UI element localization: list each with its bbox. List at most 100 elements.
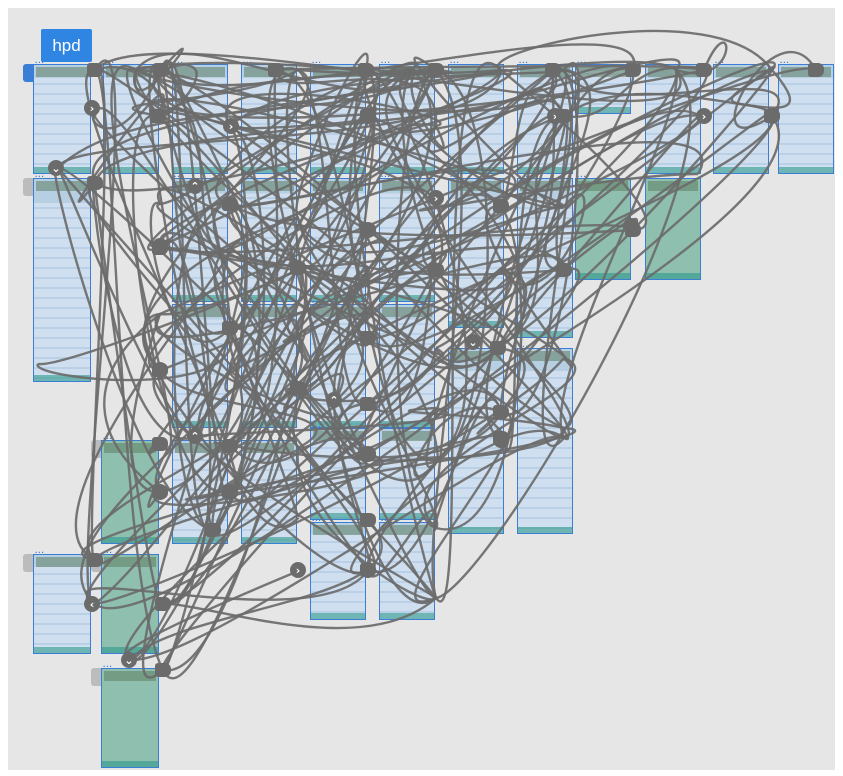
artboard-title-dots[interactable]: ...	[103, 432, 113, 441]
artboard-thumbnail[interactable]	[379, 178, 435, 302]
connector-node-icon[interactable]	[545, 63, 561, 77]
artboard-title-dots[interactable]: ...	[312, 170, 322, 179]
connector-node-icon[interactable]	[360, 447, 376, 461]
connector-node-icon[interactable]	[268, 63, 284, 77]
connector-node-icon[interactable]	[152, 241, 168, 255]
artboard-title-dots[interactable]: ...	[381, 514, 391, 523]
artboard-thumbnail[interactable]	[310, 64, 366, 174]
artboard-title-dots[interactable]: ...	[174, 432, 184, 441]
artboard-side-tab[interactable]	[23, 178, 33, 196]
artboard-title-dots[interactable]: ...	[647, 56, 657, 65]
artboard-thumbnail[interactable]	[778, 64, 834, 174]
connector-node-icon[interactable]	[290, 381, 306, 395]
artboard-title-dots[interactable]: ...	[243, 56, 253, 65]
connector-node-icon[interactable]	[490, 341, 506, 355]
chevron-up-icon[interactable]: ⌃	[187, 428, 203, 444]
connector-node-icon[interactable]	[556, 263, 572, 277]
artboard-title-dots[interactable]: ...	[519, 56, 529, 65]
artboard-title-dots[interactable]: ...	[577, 56, 587, 65]
chevron-right-icon[interactable]: ›	[428, 190, 444, 206]
artboard-title-dots[interactable]: ...	[519, 340, 529, 349]
artboard-title-dots[interactable]: ...	[243, 432, 253, 441]
artboard-thumbnail[interactable]	[310, 522, 366, 620]
artboard-thumbnail[interactable]	[101, 440, 159, 544]
artboard-thumbnail[interactable]	[517, 348, 573, 534]
artboard-title-dots[interactable]: ...	[174, 296, 184, 305]
artboard-title-dots[interactable]: ...	[381, 420, 391, 429]
connector-node-icon[interactable]	[360, 513, 376, 527]
artboard-thumbnail[interactable]	[379, 64, 435, 174]
connector-node-icon[interactable]	[360, 331, 376, 345]
connector-node-icon[interactable]	[290, 261, 306, 275]
artboard-title-dots[interactable]: ...	[780, 56, 790, 65]
connector-node-icon[interactable]	[360, 223, 376, 237]
connector-node-icon[interactable]	[493, 405, 509, 419]
prototype-canvas[interactable]: hpd ....................................…	[8, 8, 835, 770]
connector-node-icon[interactable]	[360, 397, 376, 411]
artboard-thumbnail[interactable]	[241, 304, 297, 428]
connector-node-icon[interactable]	[428, 63, 444, 77]
connector-node-icon[interactable]	[625, 223, 641, 237]
artboard-thumbnail[interactable]	[101, 554, 159, 654]
chevron-left-icon[interactable]: ‹	[84, 596, 100, 612]
artboard-thumbnail[interactable]	[241, 64, 297, 174]
connector-node-icon[interactable]	[150, 109, 166, 123]
artboard-title-dots[interactable]: ...	[35, 170, 45, 179]
chevron-right-icon[interactable]: ›	[84, 100, 100, 116]
chevron-down-icon[interactable]: ⌄	[121, 652, 137, 668]
chevron-up-icon[interactable]: ⌃	[326, 392, 342, 408]
artboard-title-dots[interactable]: ...	[450, 340, 460, 349]
project-badge[interactable]: hpd	[41, 29, 92, 62]
artboard-title-dots[interactable]: ...	[450, 170, 460, 179]
connector-node-icon[interactable]	[358, 63, 374, 77]
connector-node-icon[interactable]	[493, 199, 509, 213]
artboard-title-dots[interactable]: ...	[519, 170, 529, 179]
artboard-thumbnail[interactable]	[379, 428, 435, 520]
artboard-thumbnail[interactable]	[172, 304, 228, 428]
artboard-thumbnail[interactable]	[310, 304, 366, 428]
connector-node-icon[interactable]	[152, 363, 168, 377]
artboard-thumbnail[interactable]	[713, 64, 769, 174]
chevron-down-icon[interactable]: ⌄	[465, 334, 481, 350]
artboard-thumbnail[interactable]	[645, 64, 701, 174]
artboard-thumbnail[interactable]	[575, 64, 631, 114]
connector-node-icon[interactable]	[808, 63, 824, 77]
artboard-title-dots[interactable]: ...	[381, 56, 391, 65]
artboard-side-tab[interactable]	[91, 668, 101, 686]
artboard-thumbnail[interactable]	[645, 178, 701, 280]
artboard-title-dots[interactable]: ...	[715, 56, 725, 65]
connector-node-icon[interactable]	[696, 63, 712, 77]
artboard-title-dots[interactable]: ...	[174, 170, 184, 179]
artboard-thumbnail[interactable]	[172, 178, 228, 302]
artboard-thumbnail[interactable]	[172, 64, 228, 174]
artboard-title-dots[interactable]: ...	[35, 56, 45, 65]
connector-node-icon[interactable]	[152, 485, 168, 499]
artboard-title-dots[interactable]: ...	[243, 296, 253, 305]
chevron-down-icon[interactable]: ⌄	[48, 160, 64, 176]
artboard-thumbnail[interactable]	[241, 440, 297, 544]
connector-node-icon[interactable]	[222, 485, 238, 499]
connector-node-icon[interactable]	[87, 63, 103, 77]
artboard-title-dots[interactable]: ...	[312, 420, 322, 429]
connector-node-icon[interactable]	[205, 523, 221, 537]
artboard-title-dots[interactable]: ...	[577, 170, 587, 179]
artboard-title-dots[interactable]: ...	[103, 660, 113, 669]
chevron-right-icon[interactable]: ›	[290, 562, 306, 578]
connector-node-icon[interactable]	[360, 563, 376, 577]
connector-node-icon[interactable]	[360, 109, 376, 123]
connector-node-icon[interactable]	[625, 63, 641, 77]
artboard-title-dots[interactable]: ...	[312, 514, 322, 523]
chevron-right-icon[interactable]: ›	[223, 118, 239, 134]
artboard-thumbnail[interactable]	[448, 64, 504, 174]
chevron-right-icon[interactable]: ›	[696, 108, 712, 124]
connector-node-icon[interactable]	[152, 437, 168, 451]
artboard-thumbnail[interactable]	[310, 428, 366, 520]
artboard-title-dots[interactable]: ...	[312, 296, 322, 305]
artboard-thumbnail[interactable]	[379, 522, 435, 620]
artboard-thumbnail[interactable]	[379, 304, 435, 428]
connector-node-icon[interactable]	[222, 439, 238, 453]
artboard-title-dots[interactable]: ...	[312, 56, 322, 65]
artboard-thumbnail[interactable]	[33, 64, 91, 174]
connector-node-icon[interactable]	[87, 553, 103, 567]
artboard-thumbnail[interactable]	[310, 178, 366, 302]
